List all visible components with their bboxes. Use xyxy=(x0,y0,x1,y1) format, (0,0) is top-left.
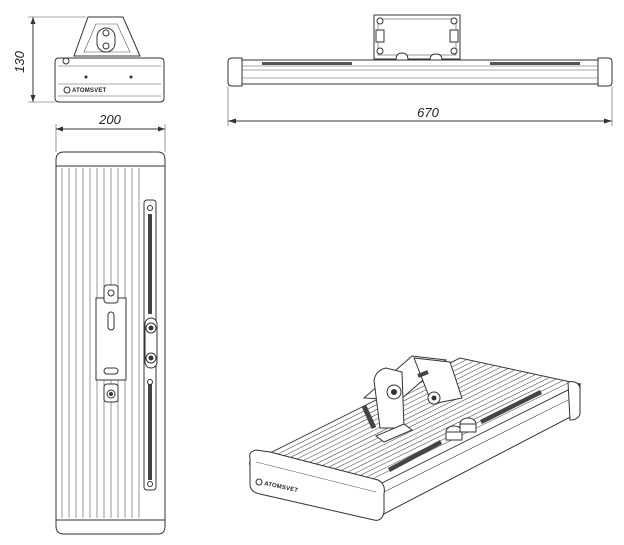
iso-heatsink-fin xyxy=(335,375,543,479)
width-dimension: 200 xyxy=(55,112,166,152)
length-dimension: 670 xyxy=(227,86,613,126)
iso-heatsink-fin xyxy=(308,369,515,473)
height-label: 130 xyxy=(12,50,27,72)
iso-heatsink-fin xyxy=(321,372,529,476)
iso-logo-icon xyxy=(255,478,263,486)
height-dimension: 130 xyxy=(12,16,86,103)
length-label: 670 xyxy=(417,105,439,120)
iso-heatsink-fin xyxy=(301,368,508,472)
logo-icon xyxy=(63,86,71,94)
side-view xyxy=(227,14,613,87)
plan-view: 200 xyxy=(55,112,166,535)
width-label: 200 xyxy=(98,112,121,127)
end-view: ATOMSVET xyxy=(54,16,165,103)
brand-logo-end: ATOMSVET xyxy=(72,88,107,94)
iso-heatsink-fin xyxy=(315,371,522,475)
iso-heatsink-fin xyxy=(328,374,536,477)
iso-heatsink-fin xyxy=(341,377,550,480)
isometric-view: ATOMSVET xyxy=(249,355,582,521)
